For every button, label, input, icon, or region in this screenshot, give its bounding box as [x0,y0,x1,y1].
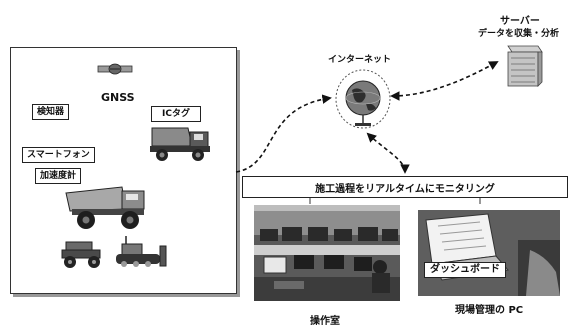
dashboard-label: ダッシュボード [424,262,506,278]
server-icon [507,45,543,87]
server-subtitle: データを収集・分析 [478,29,560,39]
panel-to-internet-link [235,94,332,173]
control-room-photo [254,205,400,301]
bulldozer-icon [116,236,167,267]
internet-label: インターネット [328,55,392,65]
internet-banner-link [366,132,410,174]
detector-label: 検知器 [32,104,70,120]
ic-tag-label: ICタグ [151,106,201,122]
dump-truck-icon [150,127,210,161]
large-dump-truck-icon [65,186,145,229]
accelerometer-label: 加速度計 [35,168,82,184]
small-vehicle-icon [61,241,101,268]
gnss-label: GNSS [101,91,135,104]
control-room-caption: 操作室 [310,316,340,327]
satellite-icon [97,63,133,75]
site-pc-photo: ダッシュボード [418,210,560,296]
server-title: サーバー [500,16,540,27]
smartphone-label: スマートフォン [22,147,95,163]
internet-server-link [390,61,499,101]
globe-icon [335,69,391,129]
site-pc-caption: 現場管理の PC [455,305,524,316]
monitoring-banner: 施工過程をリアルタイムにモニタリング [242,176,568,198]
monitoring-banner-text: 施工過程をリアルタイムにモニタリング [315,183,495,195]
